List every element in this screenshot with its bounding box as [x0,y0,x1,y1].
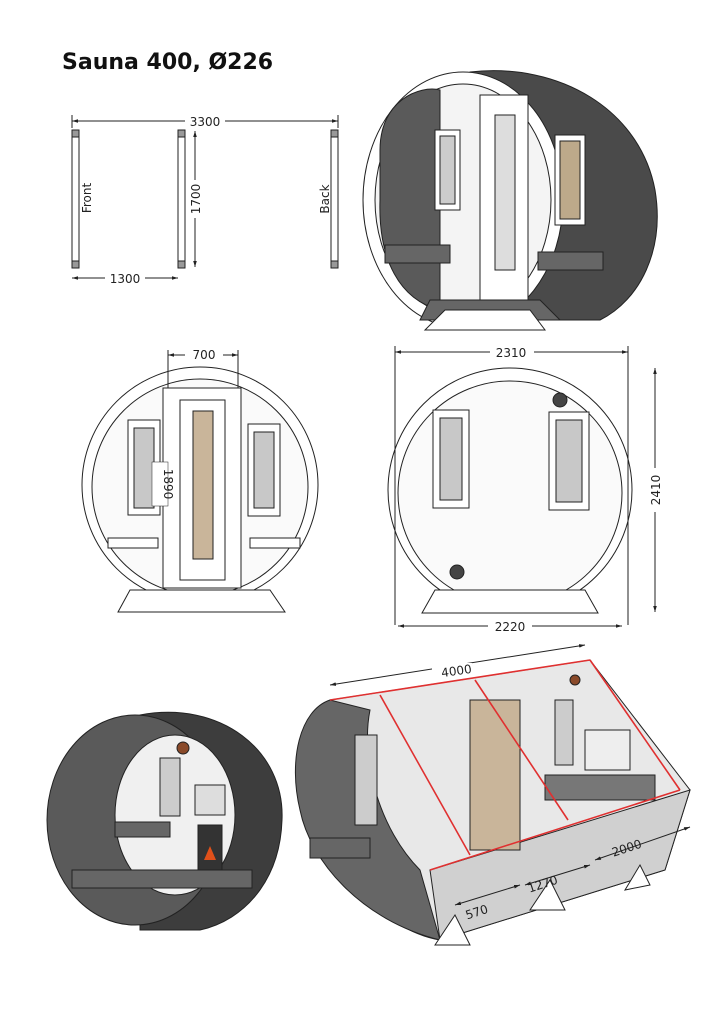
dim-beam-length: 1700 [189,184,203,215]
front-elevation [81,350,319,613]
dim-iso-length: 4000 [440,662,472,680]
dim-door-height: 1890 [161,469,175,500]
dim-top-width: 2310 [496,346,527,360]
dim-total-height: 2410 [649,475,663,506]
label-front: Front [80,183,94,214]
dim-door-width: 700 [193,348,216,362]
cutaway-isometric [294,644,691,946]
dim-front-spacing: 1300 [110,272,141,286]
back-elevation [387,346,657,628]
dim-base-width: 2220 [495,620,526,634]
dim-overall-length: 3300 [190,115,221,129]
page-title: Sauna 400, Ø226 [62,50,274,75]
foundation-plan [71,115,339,280]
label-back: Back [318,184,332,213]
dim-section-570: 570 [464,902,490,922]
cutaway-front-perspective [46,711,283,931]
perspective-front-view [362,70,658,331]
